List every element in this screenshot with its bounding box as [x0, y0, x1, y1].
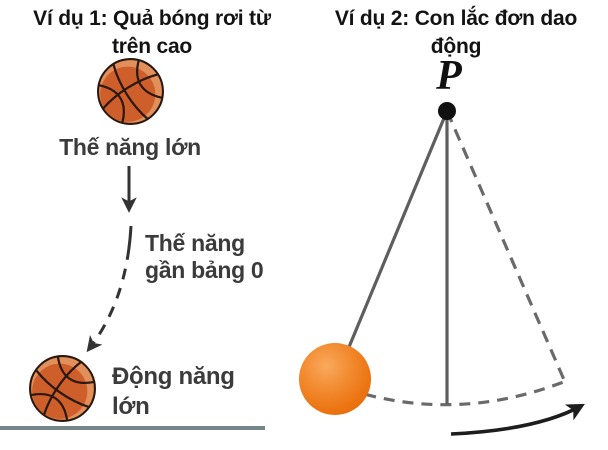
label-kinetic-line1: Động năng	[112, 363, 235, 390]
label-potential-low-line1: Thế năng	[145, 230, 245, 256]
example1-panel: Ví dụ 1: Quả bóng rơi từ trên cao Thế nă…	[33, 7, 271, 420]
example2-title-line1: Ví dụ 2: Con lắc đơn dao	[334, 7, 578, 30]
pivot-point-label: P	[436, 53, 462, 99]
label-kinetic-line2: lớn	[112, 393, 150, 420]
example2-title-line2: động	[430, 35, 482, 58]
label-potential-low-line2: gần bảng 0	[145, 257, 264, 283]
example2-panel: Ví dụ 2: Con lắc đơn dao động P	[304, 0, 608, 450]
label-potential-high: Thế năng lớn	[59, 134, 201, 160]
example1-title-line2: trên cao	[111, 35, 193, 58]
example1-title-line1: Ví dụ 1: Quả bóng rơi từ	[33, 7, 271, 30]
